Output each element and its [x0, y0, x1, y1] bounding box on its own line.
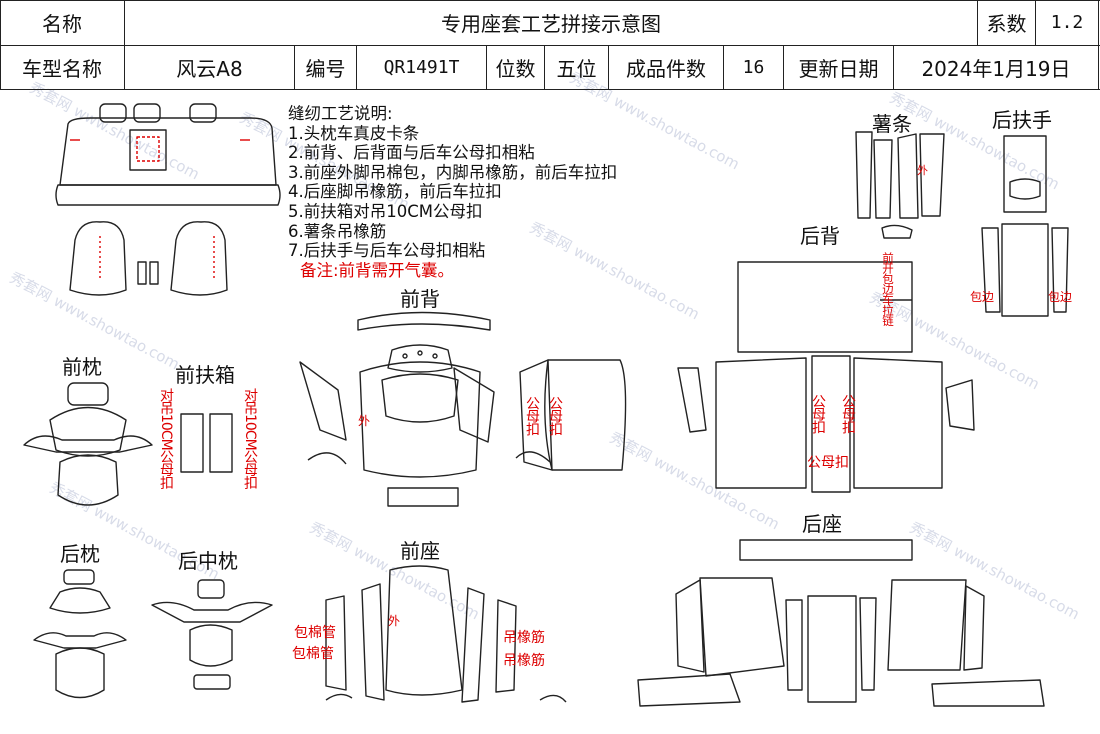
- front-back-pattern: [299, 311, 627, 507]
- front-seat-pattern: [325, 565, 567, 703]
- sheet-title: 专用座套工艺拼接示意图: [125, 0, 978, 45]
- label-front-seat: 前座: [400, 539, 440, 563]
- rear-seat-pattern: [637, 539, 1045, 707]
- rear-armrest-pattern: [981, 135, 1069, 317]
- pieces-label: 成品件数: [609, 45, 724, 89]
- code-label: 编号: [295, 45, 357, 89]
- label-rear-armrest: 后扶手: [992, 108, 1052, 132]
- note-item: 6.薯条吊橡筋: [288, 221, 387, 241]
- name-label: 名称: [0, 0, 125, 45]
- note-item: 1.头枕车真皮卡条: [288, 123, 420, 143]
- rear-mid-headrest-pattern: [151, 579, 273, 690]
- note-outer-back: 外: [358, 414, 371, 428]
- car-seat-overview: [55, 103, 281, 296]
- note-outer-fries: 外: [917, 164, 928, 177]
- date-label: 更新日期: [784, 45, 894, 89]
- label-rear-mid-headrest: 后中枕: [178, 549, 238, 573]
- note-item: 4.后座脚吊橡筋，前后车拉扣: [288, 182, 502, 202]
- model-label: 车型名称: [0, 45, 125, 89]
- label-front-armbox: 前扶箱: [175, 363, 235, 387]
- note-cotton-2: 包棉管: [292, 646, 334, 662]
- label-fries-strip: 薯条: [872, 112, 912, 136]
- note-male-female-1: 公母扣: [524, 396, 540, 435]
- pieces-value: 16: [724, 45, 784, 89]
- coef-value: 1.2: [1050, 12, 1084, 33]
- note-cotton-1: 包棉管: [294, 625, 336, 641]
- label-front-back: 前背: [400, 287, 440, 311]
- sewing-notes: 缝纫工艺说明: 1.头枕车真皮卡条 2.前背、后背面与后车公母扣相粘 3.前座外…: [288, 104, 617, 280]
- note-rear-mf-right: 公母扣: [840, 394, 856, 433]
- seats-label: 位数: [487, 45, 545, 89]
- header-table: 名称 专用座套工艺拼接示意图 系数 1.2 车型名称 风云A8 编号 QR149…: [0, 0, 1100, 90]
- code-value: QR1491T: [357, 45, 487, 89]
- note-wrap-edge-left: 包边: [970, 290, 995, 304]
- note-item: 7.后扶手与后车公母扣相粘: [288, 241, 486, 261]
- note-item: 3.前座外脚吊棉包，内脚吊橡筋，前后车拉扣: [288, 162, 618, 182]
- model-value: 风云A8: [125, 45, 295, 89]
- note-outer-seat: 外: [388, 614, 401, 628]
- note-rear-mf-left: 公母扣: [810, 394, 826, 433]
- front-armbox-pattern: [180, 413, 233, 473]
- rear-back-pattern: [677, 261, 975, 493]
- label-rear-back: 后背: [800, 224, 840, 248]
- fries-strip-pattern: [855, 131, 945, 239]
- note-elastic-2: 吊橡筋: [503, 653, 545, 669]
- label-rear-seat: 后座: [802, 512, 842, 536]
- rear-headrest-pattern: [33, 569, 127, 699]
- notes-title: 缝纫工艺说明:: [288, 104, 393, 123]
- date-value: 2024年1月19日: [921, 56, 1071, 81]
- note-item: 2.前背、后背面与后车公母扣相粘: [288, 143, 535, 163]
- seats-value: 五位: [545, 45, 609, 89]
- label-rear-headrest: 后枕: [60, 542, 100, 566]
- note-armbox-right: 对吊10CM公母扣: [242, 388, 258, 489]
- coef-label: 系数: [978, 0, 1036, 45]
- note-elastic-1: 吊橡筋: [503, 630, 545, 646]
- note-rear-back-edge: 前开包边车拉链: [881, 252, 895, 326]
- note-wrap-edge-right: 包边: [1048, 290, 1073, 304]
- note-item: 5.前扶箱对吊10CM公母扣: [288, 201, 483, 221]
- notes-remark: 备注:前背需开气囊。: [300, 260, 455, 280]
- front-headrest-pattern: [23, 382, 153, 506]
- note-male-female-2: 公母扣: [547, 396, 563, 435]
- note-armbox-left: 对吊10CM公母扣: [158, 388, 174, 489]
- note-rear-mf-bottom: 公母扣: [807, 455, 849, 471]
- label-front-headrest: 前枕: [62, 355, 102, 379]
